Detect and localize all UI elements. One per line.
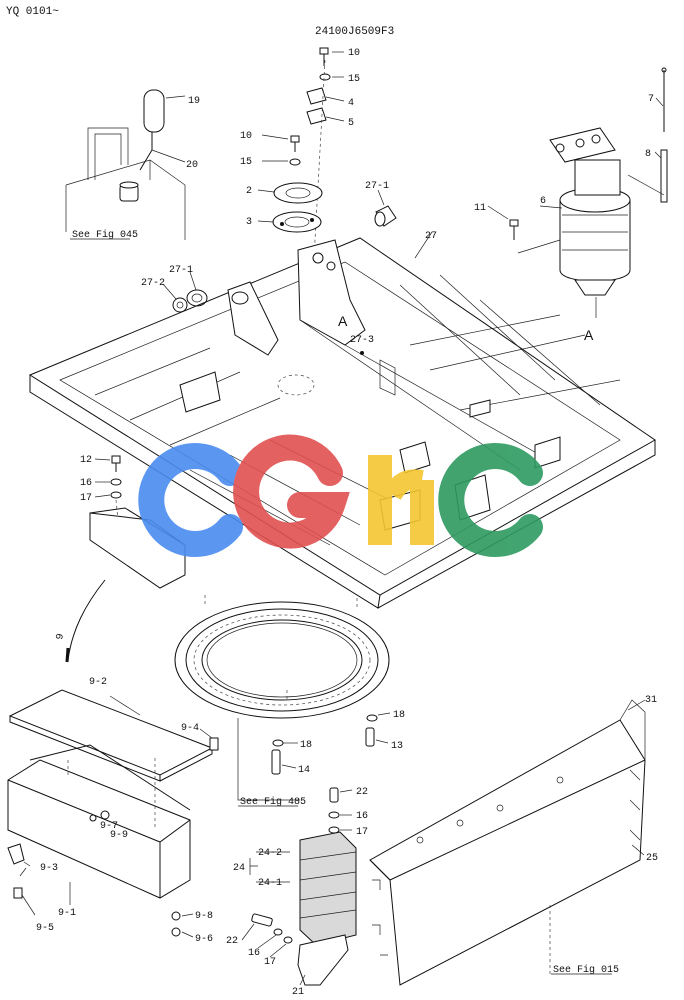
callout-8: 8	[645, 149, 651, 160]
callout-24: 24	[233, 863, 245, 874]
see-fig-015-reference[interactable]: See Fig 015	[553, 964, 619, 976]
callout-5: 5	[348, 118, 354, 129]
fuel-tank-sketch	[65, 89, 186, 240]
view-arrow-label-frame: A	[338, 313, 348, 329]
callout-16: 16	[248, 948, 260, 959]
battery-box-exploded	[7, 689, 219, 938]
callout-10-top: 10	[348, 48, 360, 59]
callout-24-2: 24-2	[258, 848, 282, 859]
callout-25: 25	[646, 853, 658, 864]
callout-9-1: 9-1	[58, 908, 76, 919]
callout-9-7: 9-7	[100, 821, 118, 832]
callout-12: 12	[80, 455, 92, 466]
callout-13: 13	[391, 741, 403, 752]
callout-10: 10	[240, 131, 252, 142]
callout-27-2: 27-2	[141, 278, 165, 289]
callout-7: 7	[648, 94, 654, 105]
callout-27-3: 27-3	[350, 335, 374, 346]
callout-20: 20	[186, 160, 198, 171]
callout-9: 9	[55, 633, 67, 641]
counterweight-hardware	[241, 787, 357, 986]
callout-17-top: 17	[356, 827, 368, 838]
counterweight-25	[369, 699, 646, 986]
watermark-c-blue	[138, 443, 243, 557]
callout-11: 11	[474, 203, 486, 214]
callout-27: 27	[425, 231, 437, 242]
watermark-h-yellow	[368, 455, 434, 545]
see-fig-485-reference[interactable]: See Fig 485	[240, 796, 306, 808]
callout-9-2: 9-2	[89, 677, 107, 688]
callout-4: 4	[348, 98, 354, 109]
callout-31: 31	[645, 695, 657, 706]
watermark-logo	[138, 434, 543, 557]
callout-24-1: 24-1	[258, 878, 282, 889]
callout-19: 19	[188, 96, 200, 107]
callout-27-1-top: 27-1	[365, 181, 389, 192]
swing-motor	[487, 67, 668, 318]
callout-9-8: 9-8	[195, 911, 213, 922]
bushings	[162, 189, 397, 313]
model-range-label: YQ 0101~	[6, 6, 59, 18]
callout-22-top: 22	[356, 787, 368, 798]
callout-3: 3	[246, 217, 252, 228]
breather-part	[143, 89, 165, 133]
callout-15: 15	[240, 157, 252, 168]
weight-21-part	[297, 934, 349, 986]
swing-bearing	[174, 595, 391, 801]
callout-9-3: 9-3	[40, 863, 58, 874]
callout-27-1: 27-1	[169, 265, 193, 276]
callout-18-right: 18	[393, 710, 405, 721]
callout-9-4: 9-4	[181, 723, 199, 734]
callout-9-5: 9-5	[36, 923, 54, 934]
callout-9-6: 9-6	[195, 934, 213, 945]
callout-16-top: 16	[356, 811, 368, 822]
callout-17-left: 17	[80, 493, 92, 504]
callout-15-top: 15	[348, 74, 360, 85]
weight-plates-part	[299, 831, 357, 946]
shim-part	[273, 182, 323, 204]
watermark-c-green	[438, 443, 543, 557]
callout-9-9: 9-9	[110, 830, 128, 841]
callout-6: 6	[540, 196, 546, 207]
hardware-stack-top	[257, 47, 345, 331]
callout-22: 22	[226, 936, 238, 947]
view-arrow-label-motor: A	[584, 327, 594, 343]
see-fig-045-reference[interactable]: See Fig 045	[72, 229, 138, 241]
part-number-title: 24100J6509F3	[315, 26, 394, 38]
plate-part	[272, 211, 322, 233]
callout-16-left: 16	[80, 478, 92, 489]
callout-14: 14	[298, 765, 310, 776]
callout-21: 21	[292, 987, 304, 998]
callout-2: 2	[246, 186, 252, 197]
callout-18: 18	[300, 740, 312, 751]
watermark-g-red	[233, 434, 350, 549]
callout-17: 17	[264, 957, 276, 968]
